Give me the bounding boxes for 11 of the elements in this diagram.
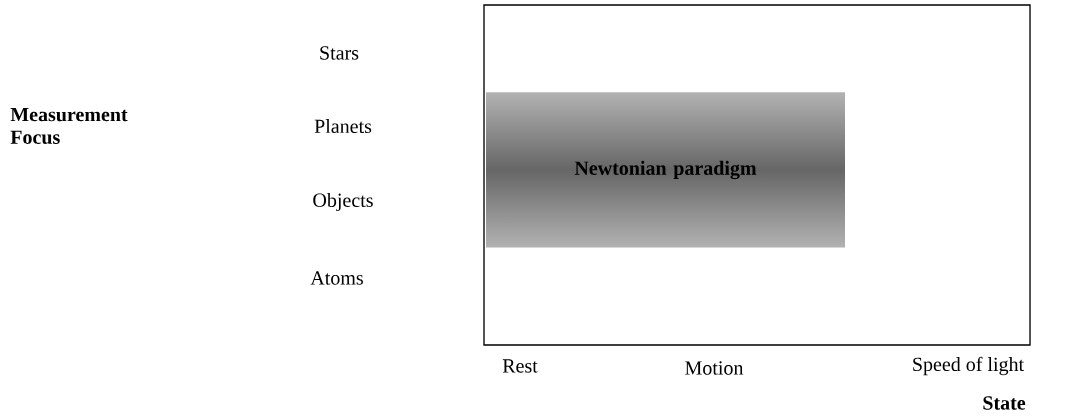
axis-label: Atoms — [310, 271, 363, 285]
axis-label: Stars — [320, 46, 359, 60]
axis-label: Rest — [502, 359, 538, 373]
axis-title: Measurement Focus — [10, 108, 128, 144]
plot-frame — [483, 4, 1031, 346]
axis-label: Objects — [313, 192, 373, 212]
axis-label: Planets — [314, 119, 372, 134]
shaded-region: Newtonian paradigm — [574, 160, 757, 180]
axis-title: State — [983, 396, 1026, 410]
axis-label: Motion — [685, 361, 744, 375]
axis-label: Speed of light — [913, 356, 1024, 376]
